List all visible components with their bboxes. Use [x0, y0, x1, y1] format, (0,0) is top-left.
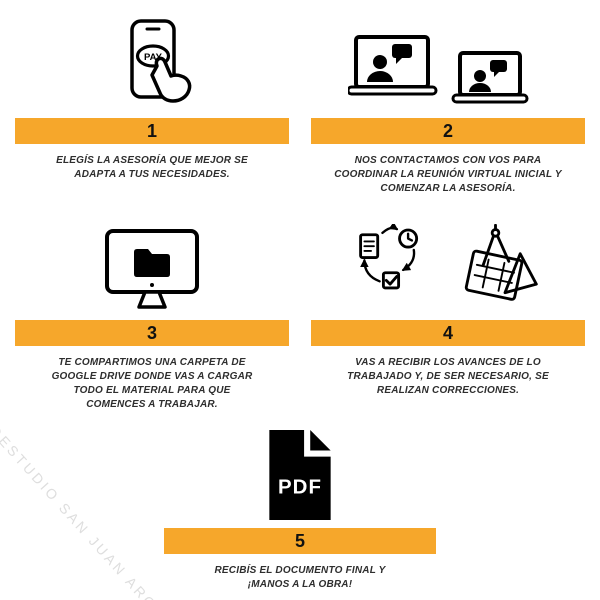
monitor-folder-icon-svg [105, 229, 199, 309]
revision-cycle-tools-icon-svg [359, 224, 538, 301]
step-1-number-bar: 1 [15, 118, 289, 144]
step-1-number: 1 [146, 120, 157, 141]
phone-pay-icon-svg: PAY [129, 19, 191, 103]
step-3-number-bar: 3 [15, 320, 289, 346]
pdf-file-icon: PDF [263, 426, 337, 522]
step-4-number: 4 [442, 322, 453, 343]
step-3-text: TE COMPARTIMOS UNA CARPETA DE GOOGLE DRI… [51, 357, 253, 410]
step-1: PAY 1 ELEGÍS LA ASESORÍA QUE MEJOR SE AD… [15, 10, 289, 196]
video-call-laptops-icon [348, 10, 548, 110]
step-5-number-bar: 5 [164, 528, 436, 554]
step-1-text: ELEGÍS LA ASESORÍA QUE MEJOR SE ADAPTA A… [56, 155, 248, 180]
pay-label: PAY [144, 52, 163, 63]
step-5-number: 5 [294, 530, 305, 551]
step-5-text: RECIBÍS EL DOCUMENTO FINAL Y ¡MANOS A LA… [214, 565, 386, 590]
pdf-file-icon-svg: PDF [269, 430, 331, 520]
step-2: 2 NOS CONTACTAMOS CON VOS PARA COORDINAR… [311, 10, 585, 196]
step-4: 4 VAS A RECIBIR LOS AVANCES DE LO TRABAJ… [311, 220, 585, 412]
steps-grid: PAY 1 ELEGÍS LA ASESORÍA QUE MEJOR SE AD… [15, 10, 585, 412]
revision-cycle-tools-icon [353, 220, 543, 312]
video-call-laptops-icon-svg [348, 35, 529, 104]
pdf-label: PDF [278, 476, 322, 498]
step-2-text: NOS CONTACTAMOS CON VOS PARA COORDINAR L… [334, 155, 562, 194]
phone-pay-icon: PAY [105, 10, 200, 110]
step-2-number-bar: 2 [311, 118, 585, 144]
step-4-text: VAS A RECIBIR LOS AVANCES DE LO TRABAJAD… [347, 357, 549, 396]
step-5: PDF 5 RECIBÍS EL DOCUMENTO FINAL Y ¡MANO… [164, 426, 436, 592]
monitor-folder-icon [102, 220, 202, 312]
step-4-number-bar: 4 [311, 320, 585, 346]
step-2-number: 2 [442, 120, 453, 141]
step-3-number: 3 [146, 322, 157, 343]
step-3: 3 TE COMPARTIMOS UNA CARPETA DE GOOGLE D… [15, 220, 289, 412]
